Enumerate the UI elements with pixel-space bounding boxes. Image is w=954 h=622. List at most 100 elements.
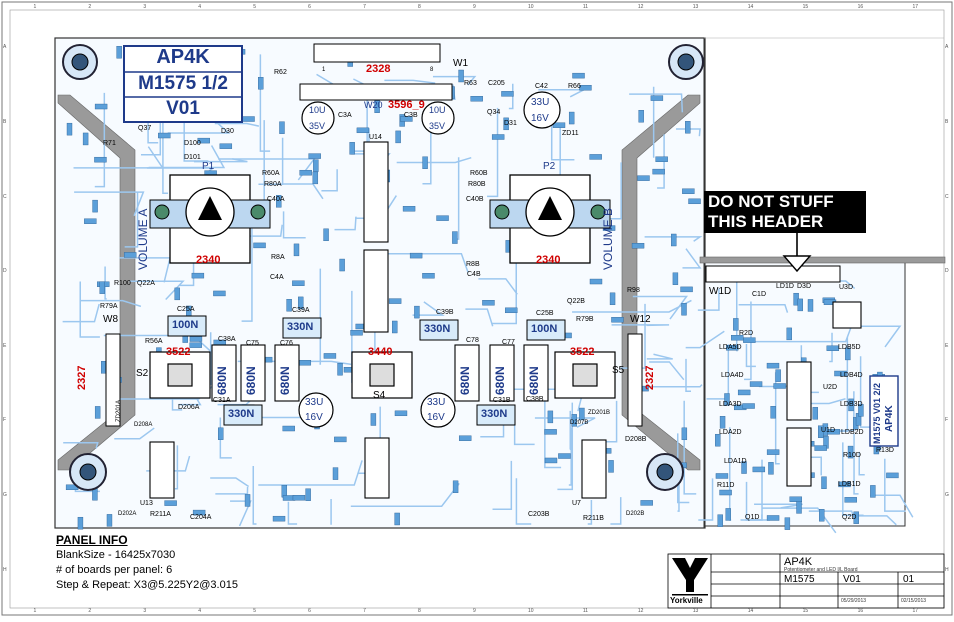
smd-pad — [338, 363, 343, 375]
grid-col-top-10: 10 — [528, 4, 534, 10]
label-lda1d: LDA1D — [724, 458, 747, 465]
c25b-value: 100N — [531, 323, 557, 335]
label-d208b: D208B — [625, 436, 646, 443]
grid-row-right-E: E — [945, 343, 948, 349]
smd-pad — [243, 117, 255, 122]
c31a-value: 330N — [228, 408, 254, 420]
grid-col-top-15: 15 — [803, 4, 809, 10]
smd-pad — [718, 515, 723, 527]
label-c203b: C203B — [528, 511, 549, 518]
label-ld1d: LD1D — [776, 283, 794, 290]
smd-pad — [590, 154, 602, 159]
smd-pad — [453, 481, 458, 493]
grid-col-bottom-2: 2 — [88, 608, 91, 614]
smd-pad — [471, 96, 483, 101]
smd-pad — [610, 293, 615, 305]
tb-date-2: 02/15/2013 — [901, 598, 926, 604]
film-cap-6-value: 680N — [527, 366, 541, 395]
warning-line-2: THIS HEADER — [708, 212, 864, 232]
smd-pad — [213, 291, 225, 296]
smd-pad — [192, 273, 204, 278]
label-d101: D101 — [184, 154, 201, 161]
label-r79a: R79A — [100, 303, 118, 310]
panel-info-step-repeat: Step & Repeat: X3@5.225Y2@3.015 — [56, 579, 238, 591]
label-r10d: R10D — [843, 452, 861, 459]
label-r8a: R8A — [271, 254, 285, 261]
smd-pad — [682, 189, 694, 194]
label-volume-b: VOLUME B — [601, 208, 615, 270]
c31b-value: 330N — [481, 408, 507, 420]
smd-pad — [83, 133, 88, 145]
label-s4: S4 — [373, 390, 385, 401]
grid-col-bottom-13: 13 — [693, 608, 699, 614]
label-r56a: R56A — [145, 338, 163, 345]
smd-pad — [403, 206, 415, 211]
label-s2: S2 — [136, 368, 148, 379]
smd-pad — [258, 77, 263, 89]
grid-col-bottom-15: 15 — [803, 608, 809, 614]
grid-col-top-5: 5 — [253, 4, 256, 10]
side-title-product: AP4K — [884, 405, 895, 432]
label-ldb2d: LDB2D — [841, 429, 864, 436]
smd-pad — [573, 73, 585, 78]
smd-pad — [492, 134, 504, 139]
film-cap-1-value: 680N — [215, 366, 229, 395]
smd-pad — [750, 382, 762, 387]
label-c39a: C39A — [292, 307, 310, 314]
c200a-value: 33U — [305, 397, 323, 408]
smd-pad — [313, 160, 318, 172]
grid-col-top-12: 12 — [638, 4, 644, 10]
c25a-value: 100N — [172, 319, 198, 331]
label-s2-num: 3522 — [166, 346, 190, 358]
label-ldb1d: LDB1D — [838, 481, 861, 488]
label-c1d: C1D — [752, 291, 766, 298]
tb-doc-version: V01 — [843, 574, 861, 585]
label-r80b: R80B — [468, 181, 486, 188]
film-cap-2-value: 680N — [244, 366, 258, 395]
panel-info-boards: # of boards per panel: 6 — [56, 564, 172, 576]
label-q37: Q37 — [138, 125, 151, 132]
smd-pad — [590, 279, 602, 284]
label-ldb4d: LDB4D — [840, 372, 863, 379]
grid-col-bottom-3: 3 — [143, 608, 146, 614]
smd-pad — [294, 244, 299, 256]
label-q34: Q34 — [487, 109, 500, 116]
smd-pad — [190, 337, 202, 342]
label-c40b: C40B — [466, 196, 484, 203]
grid-col-bottom-6: 6 — [308, 608, 311, 614]
label-c76: C76 — [280, 340, 293, 347]
label-c38b: C38B — [526, 396, 544, 403]
smd-pad — [776, 370, 781, 382]
label-q1d: Q1D — [745, 514, 759, 521]
smd-pad — [653, 169, 665, 174]
label-ldb3d: LDB3D — [840, 401, 863, 408]
grid-row-right-B: B — [945, 119, 948, 125]
grid-row-right-H: H — [945, 567, 949, 573]
label-ldb5d: LDB5D — [838, 344, 861, 351]
grid-col-bottom-9: 9 — [473, 608, 476, 614]
label-c3b: C3B — [404, 112, 418, 119]
smd-pad — [273, 516, 285, 521]
smd-pad — [632, 243, 644, 248]
smd-pad — [808, 299, 813, 311]
c200b-voltage: 16V — [427, 412, 445, 423]
smd-pad — [350, 142, 355, 154]
grid-col-top-1: 1 — [33, 4, 36, 10]
warning-line-1: DO NOT STUFF — [708, 192, 864, 212]
label-c78: C78 — [466, 337, 479, 344]
label-r63: R63 — [464, 80, 477, 87]
label-p1-num: 2340 — [196, 254, 220, 266]
label-c39b: C39B — [436, 309, 454, 316]
grid-row-left-D: D — [3, 268, 7, 274]
grid-col-top-7: 7 — [363, 4, 366, 10]
smd-pad — [95, 104, 107, 109]
c200b-value: 33U — [427, 397, 445, 408]
smd-pad — [656, 157, 668, 162]
label-c25a: C25A — [177, 306, 195, 313]
grid-row-right-C: C — [945, 194, 949, 200]
smd-pad — [767, 515, 779, 520]
grid-col-bottom-4: 4 — [198, 608, 201, 614]
grid-col-bottom-5: 5 — [253, 608, 256, 614]
label-s5: S5 — [612, 365, 624, 376]
